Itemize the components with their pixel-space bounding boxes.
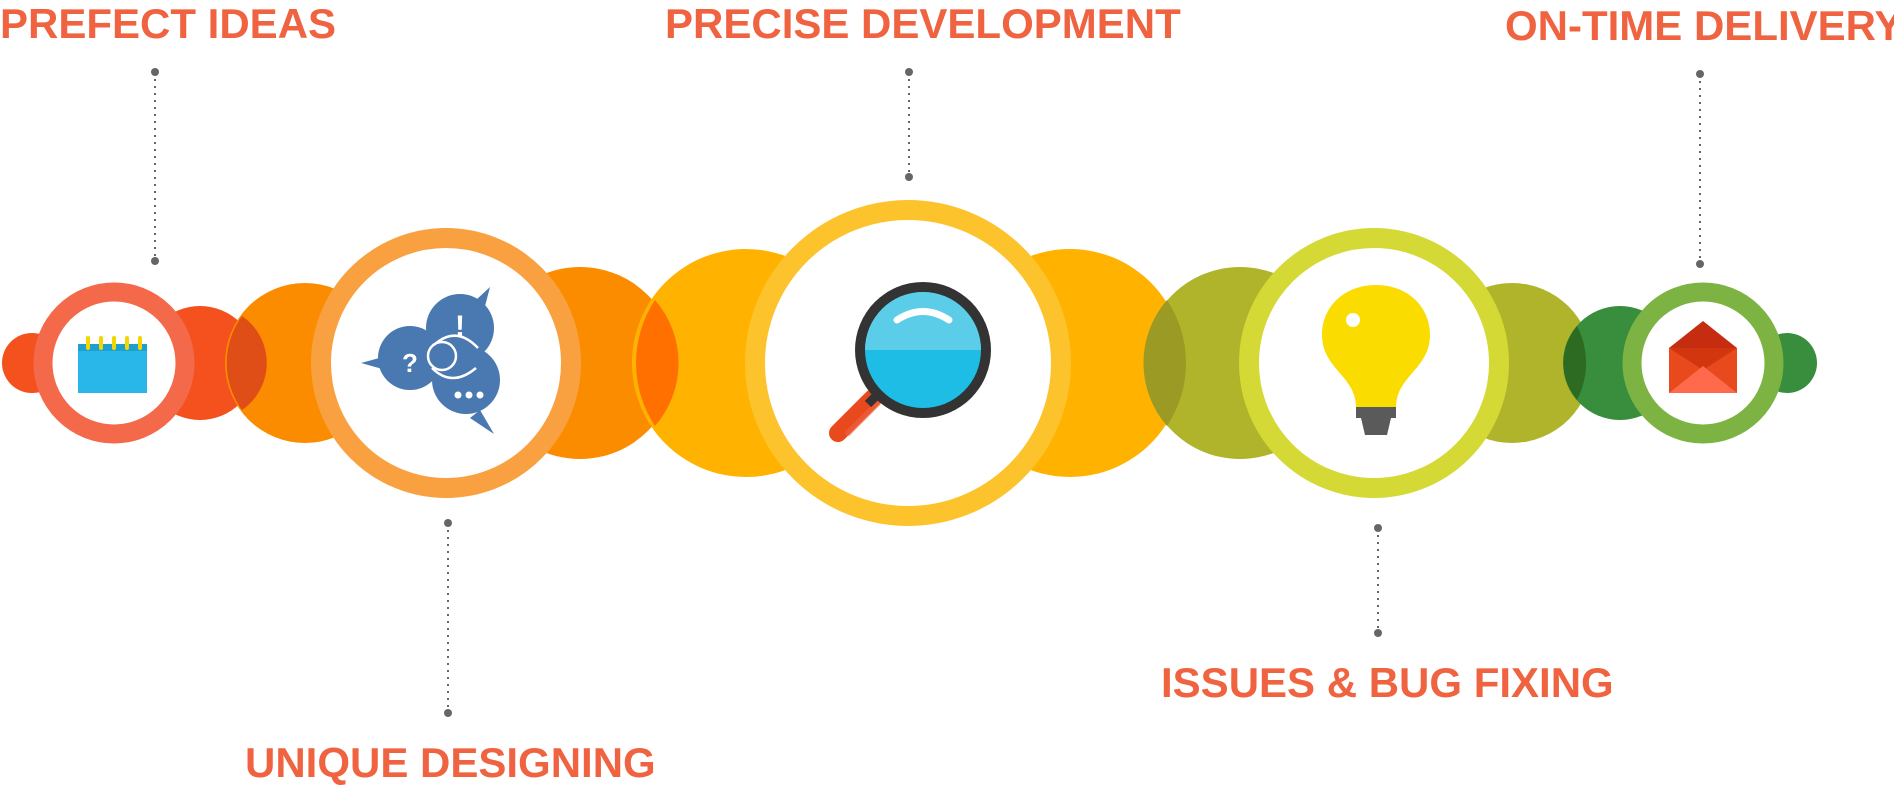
bubble-overlap	[1563, 326, 1587, 400]
connector-4	[1374, 524, 1382, 637]
connector-5	[1696, 70, 1704, 268]
envelope-icon	[1669, 321, 1737, 393]
svg-text:?: ?	[402, 348, 418, 378]
step-label-issues-bug-fixing: ISSUES & BUG FIXING	[1161, 659, 1614, 706]
connector-2	[444, 519, 452, 717]
connector-3	[905, 68, 913, 181]
connector-1	[151, 68, 159, 265]
step-label-prefect-ideas: PREFECT IDEAS	[0, 0, 337, 47]
step-label-precise-development: PRECISE DEVELOPMENT	[665, 0, 1181, 47]
step-label-unique-designing: UNIQUE DESIGNING	[245, 739, 656, 786]
speech-bubbles-icon: ? !	[361, 287, 500, 434]
svg-text:!: !	[455, 310, 465, 343]
magnifier-icon	[829, 282, 991, 442]
light-bulb-icon	[1322, 285, 1430, 435]
step-label-on-time-delivery: ON-TIME DELIVERY	[1505, 2, 1894, 49]
bubble-overlap	[636, 300, 679, 426]
bubble-overlap	[226, 316, 267, 410]
bubble-overlap	[1143, 300, 1186, 426]
connectors	[151, 68, 1704, 717]
notepad-icon	[78, 336, 147, 393]
